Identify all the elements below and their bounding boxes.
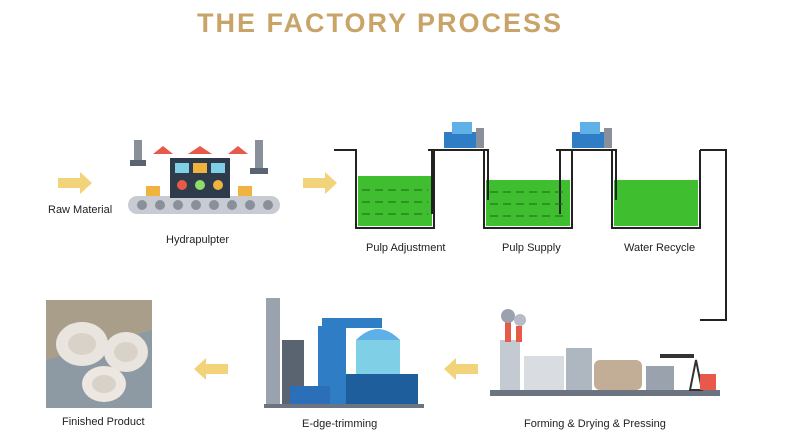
label-pulp-adjustment: Pulp Adjustment <box>366 242 446 254</box>
page-title: THE FACTORY PROCESS <box>196 8 564 38</box>
label-finished-product: Finished Product <box>62 416 145 428</box>
arrow-trim-to-finished <box>194 358 228 380</box>
flow-arrows <box>58 172 478 380</box>
label-water-recycle: Water Recycle <box>624 242 696 254</box>
arrow-raw-to-pulper <box>58 172 92 194</box>
arrow-forming-to-trim <box>444 358 478 380</box>
hydrapulper-illustration <box>128 140 280 214</box>
label-hydrapulpter: Hydrapulpter <box>166 234 229 246</box>
label-forming: Forming & Drying & Pressing <box>524 418 666 430</box>
label-raw-material: Raw Material <box>48 204 113 216</box>
pulp-tanks <box>334 149 727 321</box>
liquid-texture <box>362 189 566 217</box>
edge-trimming-illustration <box>264 298 424 408</box>
finished-product-photo <box>46 300 152 408</box>
forming-plant-illustration <box>490 309 720 396</box>
label-pulp-supply: Pulp Supply <box>502 242 561 254</box>
label-edge-trimming: E-dge-trimming <box>302 418 378 430</box>
arrow-pulper-to-tanks <box>303 172 337 194</box>
pump-icons <box>444 122 612 148</box>
